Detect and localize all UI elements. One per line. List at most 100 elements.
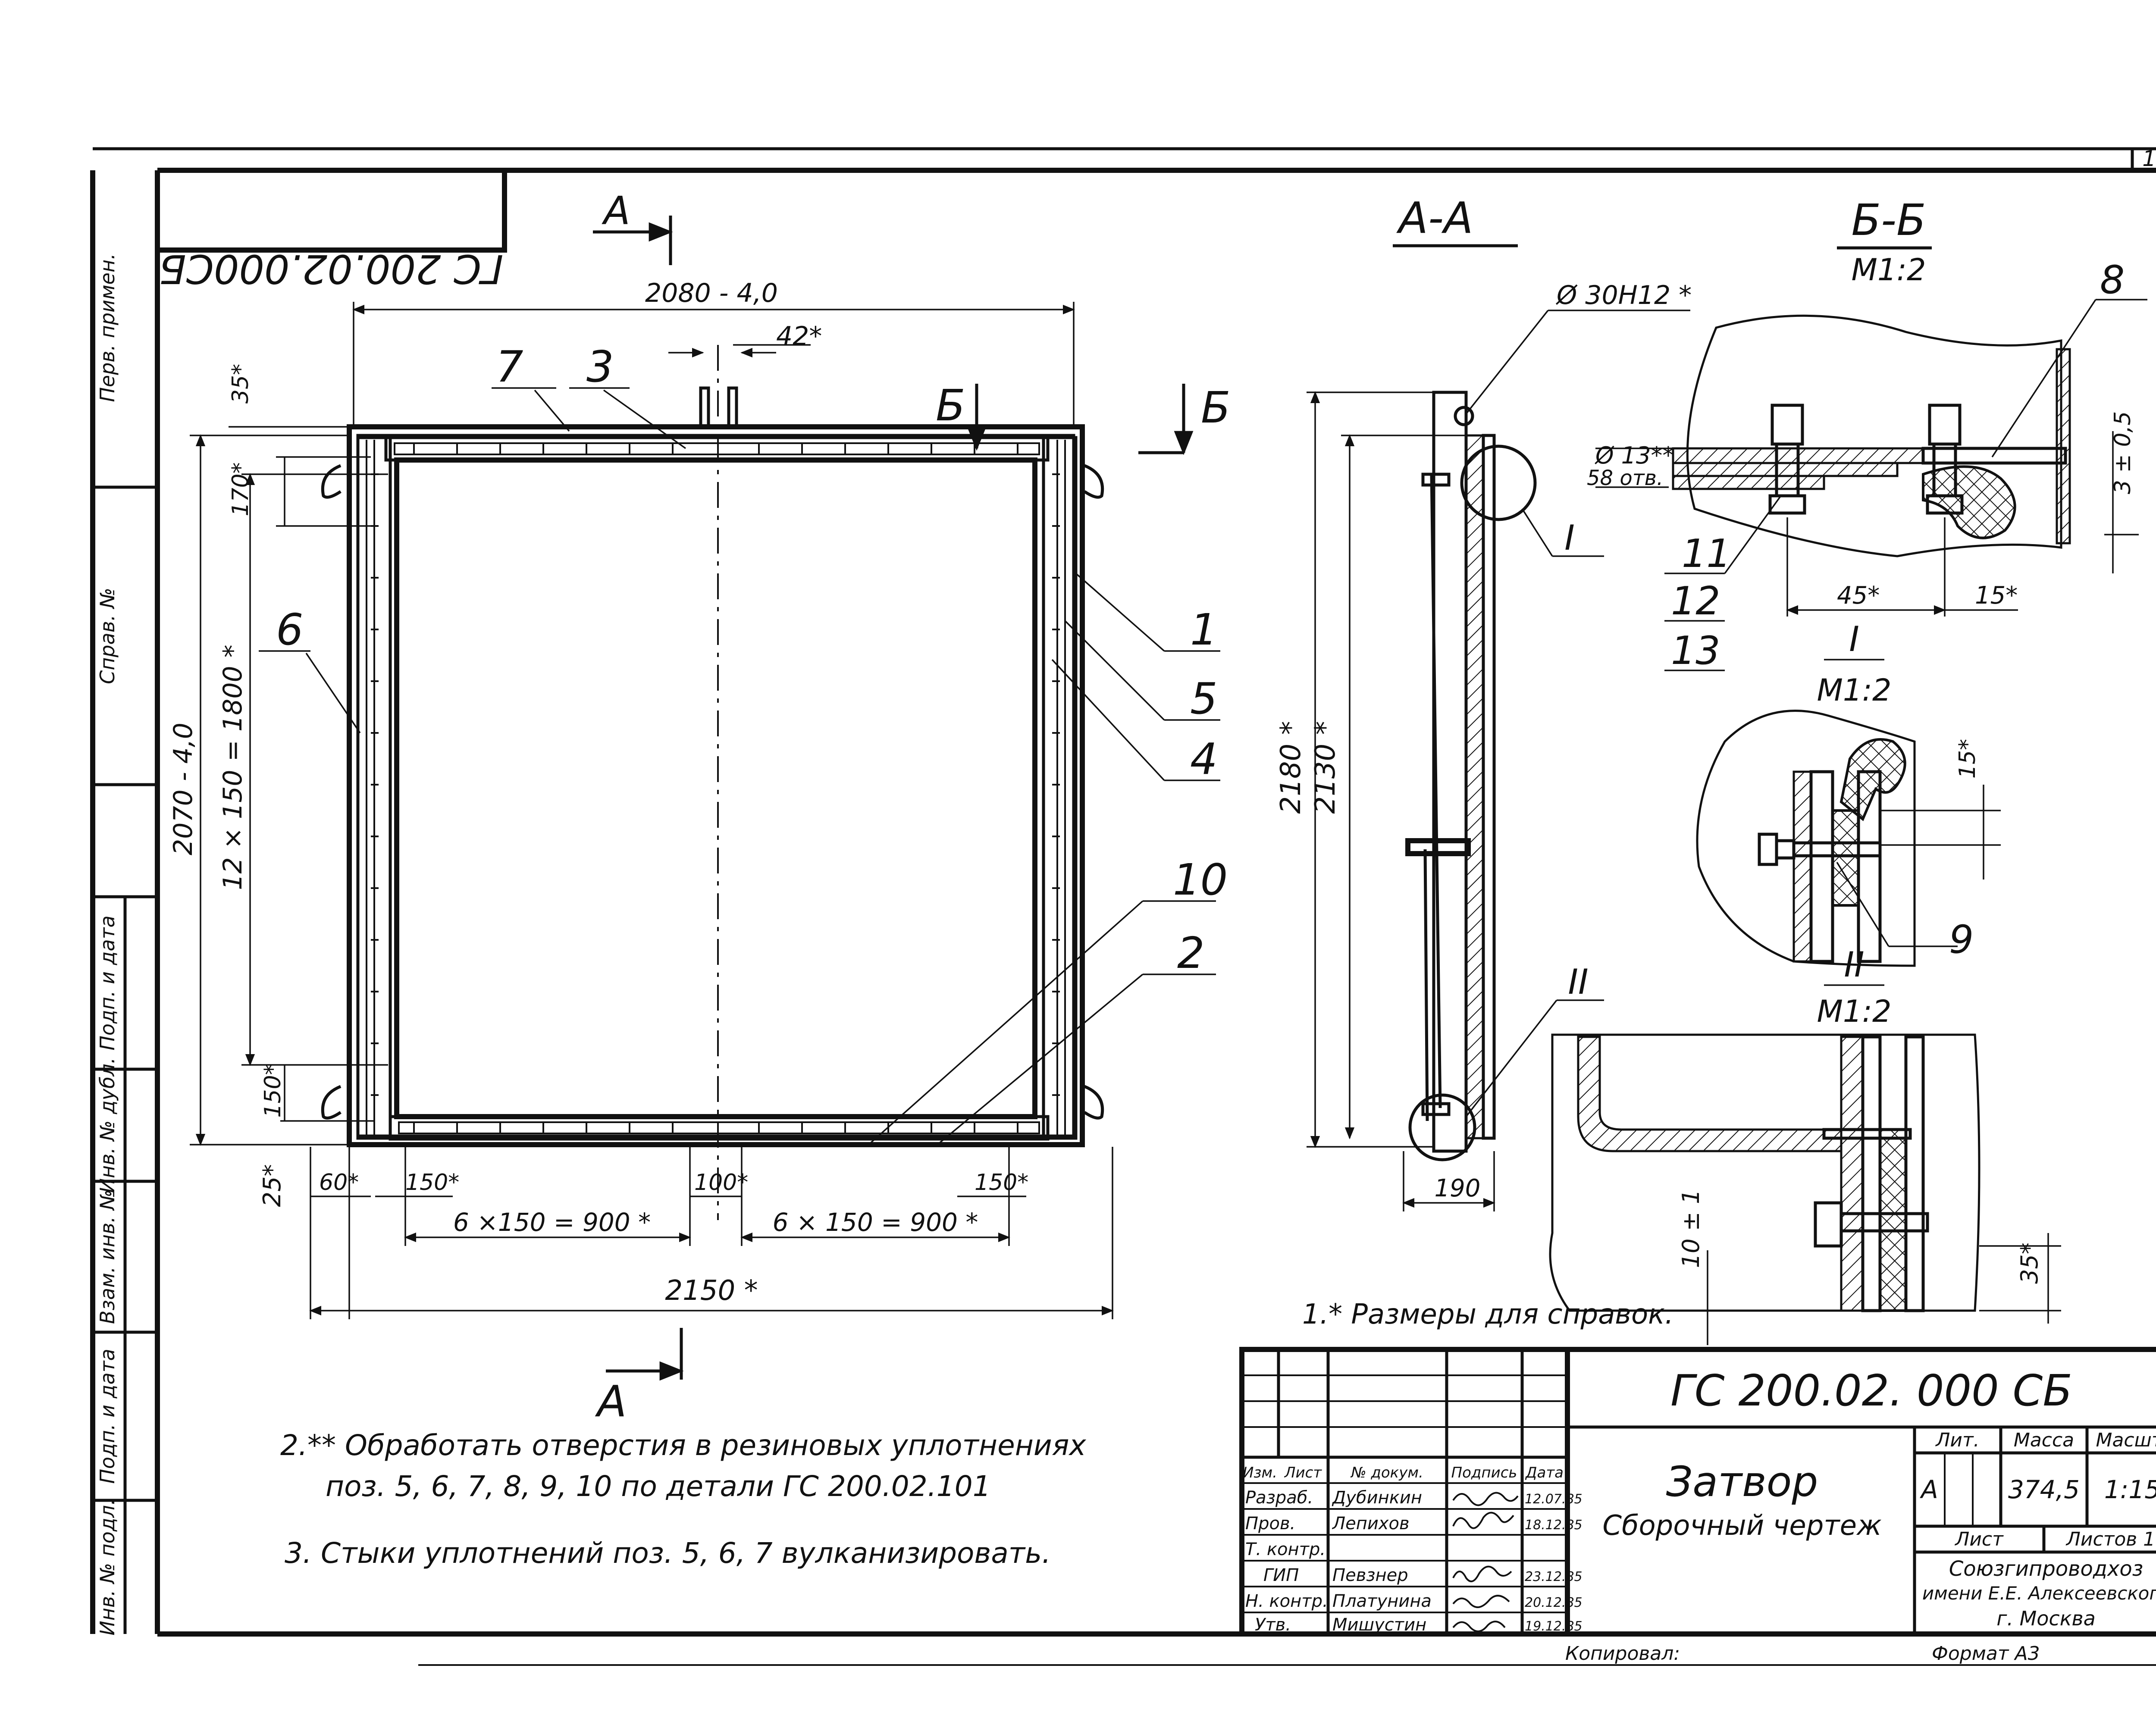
dim-150-b: 150*	[975, 1170, 1028, 1196]
bb-pos-8: 8	[2100, 257, 2125, 303]
note-1: 1.* Размеры для справок.	[1302, 1299, 1673, 1330]
tb-name-3: Певзнер	[1332, 1565, 1408, 1585]
side-strip	[93, 485, 157, 1634]
bb-detail-scale: М1:2	[1817, 673, 1891, 708]
tb-date-5: 19.12.85	[1525, 1619, 1583, 1634]
dim-6x150-left: 6 ×150 = 900 *	[453, 1208, 651, 1237]
bb-hole-count: 58 отв.	[1587, 466, 1663, 490]
tb-code: ГС 200.02. 000 СБ	[1670, 1365, 2072, 1416]
tb-date-1: 18.12.85	[1525, 1518, 1583, 1533]
tb-date-0: 12.07.85	[1525, 1492, 1583, 1507]
section-bb-scale: М1:2	[1851, 252, 1926, 288]
tb-date-4: 20.12.85	[1525, 1595, 1583, 1610]
tb-org-1: Союзгипроводхоз	[1949, 1557, 2143, 1581]
tb-name-5: Мишустин	[1332, 1615, 1426, 1635]
note-2-line-2: поз. 5, 6, 7, 8, 9, 10 по детали ГС 200.…	[326, 1470, 991, 1503]
dim-170: 170*	[228, 462, 254, 516]
copied-label: Копировал:	[1565, 1643, 1680, 1665]
section-aa-dims	[1307, 310, 1690, 1211]
tb-role-5: Утв.	[1255, 1615, 1291, 1635]
strip-vzam-inv: Взам. инв. №	[96, 1189, 119, 1324]
pos-7: 7	[496, 341, 523, 392]
strip-sprav-no: Справ. №	[96, 588, 119, 684]
mirrored-code-box: ГС 200.02.000СБ	[157, 168, 507, 292]
title-block-grid	[1239, 1347, 2156, 1637]
detail-ii	[1696, 710, 2001, 986]
tb-col-izm: Изм.	[1243, 1464, 1277, 1481]
aa-detail-2: II	[1568, 962, 1588, 1002]
mirrored-code: ГС 200.02.000СБ	[159, 246, 504, 292]
gate-frame-view	[321, 345, 1104, 1220]
section-a-arrow-bottom	[606, 1328, 684, 1381]
format-label: Формат А3	[1932, 1643, 2040, 1665]
bb-15: 15*	[1975, 582, 2018, 610]
bb-pos-13: 13	[1671, 628, 1720, 673]
dim-100: 100*	[694, 1170, 748, 1196]
note-2-line-1: 2.** Обработать отверстия в резиновых уп…	[280, 1429, 1086, 1462]
tb-scale-value: 1:15	[2104, 1475, 2156, 1504]
aa-190: 190	[1435, 1174, 1481, 1202]
aa-2180: 2180 *	[1275, 721, 1307, 814]
signatures	[1452, 1492, 1519, 1632]
tb-doc-type: Сборочный чертеж	[1602, 1510, 1882, 1542]
note-3: 3. Стыки уплотнений поз. 5, 6, 7 вулкани…	[285, 1537, 1051, 1570]
tb-org-3: г. Москва	[1996, 1607, 2096, 1630]
tb-name: Затвор	[1666, 1458, 1818, 1506]
bb-pos-11: 11	[1682, 531, 1731, 576]
tb-lit-header: Лит.	[1935, 1429, 1979, 1451]
pos-1: 1	[1190, 604, 1218, 655]
strip-inv-dubl: Инв. № дубл.	[96, 1058, 119, 1193]
bb-pos-12: 12	[1671, 579, 1720, 624]
dim-2150: 2150 *	[665, 1275, 758, 1307]
tb-mass-value: 374,5	[2008, 1475, 2080, 1504]
tb-sheet-label: Лист	[1954, 1528, 2004, 1550]
tb-name-4: Платунина	[1332, 1591, 1432, 1611]
tb-col-date: Дата	[1525, 1464, 1564, 1481]
pos-2: 2	[1177, 928, 1205, 978]
tb-role-3: ГИП	[1263, 1565, 1299, 1585]
strip-inv-podl: Инв. № подл.	[96, 1499, 119, 1635]
tb-role-0: Разраб.	[1245, 1488, 1313, 1508]
section-b-label-2: Б	[1201, 382, 1231, 433]
tb-org-2: имени Е.Е. Алексеевского	[1922, 1583, 2156, 1604]
dim-2080: 2080 - 4,0	[645, 278, 778, 308]
bb-45: 45*	[1837, 582, 1880, 610]
tb-mass-header: Масса	[2014, 1429, 2074, 1451]
tb-lit-value: А	[1919, 1475, 1938, 1504]
bolt-marks	[371, 443, 1060, 1133]
dim-2070: 2070 - 4,0	[168, 723, 198, 855]
tb-role-1: Пров.	[1245, 1514, 1295, 1534]
bottom-35: 35*	[2016, 1243, 2043, 1284]
bb-detail-title: I	[1849, 619, 1859, 659]
section-aa-profile	[1405, 391, 1537, 1161]
section-b-arrows	[967, 384, 1194, 455]
bb-gap: 3 ± 0,5	[2110, 411, 2136, 494]
pos-4: 4	[1190, 734, 1218, 784]
section-bb-detail	[1672, 314, 2071, 557]
section-bb-dims	[1595, 299, 2147, 671]
section-b-label-1: Б	[936, 380, 965, 431]
aa-bore: Ø 30H12 *	[1555, 280, 1692, 310]
dim-42: 42*	[776, 321, 822, 351]
tb-role-2: Т. контр.	[1245, 1540, 1326, 1559]
tb-scale-header: Масшт.	[2096, 1429, 2156, 1451]
section-bb-title: Б-Б	[1851, 195, 1926, 245]
dim-6x150-right: 6 × 150 = 900 *	[773, 1208, 978, 1237]
tb-name-1: Лепихов	[1332, 1514, 1410, 1534]
section-a-label-top: А	[602, 188, 630, 234]
dim-150-left: 150*	[260, 1064, 286, 1117]
section-a-label-bottom: А	[595, 1376, 627, 1427]
dim-35-top: 35*	[228, 364, 254, 404]
strip-podp-data-1: Подп. и дата	[96, 915, 119, 1050]
bb-hole: Ø 13**	[1595, 442, 1674, 469]
sheet-number: 17	[2142, 146, 2156, 171]
section-a-arrow-top	[593, 216, 673, 265]
tb-sheets-label: Листов 1	[2065, 1528, 2155, 1550]
dim-150-a: 150*	[405, 1170, 459, 1196]
tb-col-doc: № докум.	[1350, 1464, 1423, 1481]
pos-3: 3	[586, 341, 614, 392]
ii-pos-9: 9	[1949, 917, 1974, 962]
dim-25: 25*	[258, 1164, 286, 1207]
section-aa-title: А-А	[1396, 193, 1473, 243]
